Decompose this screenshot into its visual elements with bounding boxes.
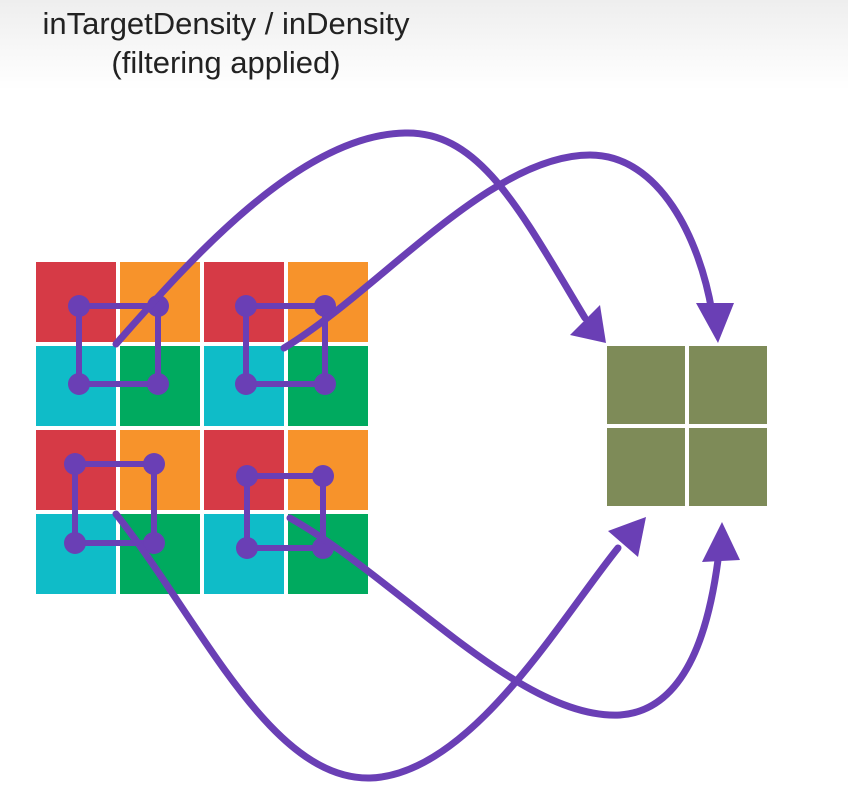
arrow-curve [286,514,722,719]
arrow-curve [280,151,716,352]
target-pixel-grid [607,346,767,506]
arrow-top-right-to-target-top-right [280,151,734,352]
target-pixel [689,346,767,424]
sample-point [235,373,257,395]
sample-point [143,453,165,475]
arrow-bottom-right-to-target-bottom-right [286,514,740,719]
target-pixel [607,346,685,424]
sample-point [64,453,86,475]
source-group-bottom-right [236,465,334,559]
sample-point [312,465,334,487]
sample-point [64,532,86,554]
sample-point [314,373,336,395]
sample-point [236,465,258,487]
sample-point [235,295,257,317]
arrowhead [608,517,646,557]
diagram-title: inTargetDensity / inDensity (filtering a… [0,4,452,82]
arrowhead [570,305,606,343]
title-line-1: inTargetDensity / inDensity [42,6,410,41]
sample-point [68,295,90,317]
source-group-bottom-left [64,453,165,554]
source-pixel-green [120,514,200,594]
sample-point [68,373,90,395]
arrowhead [702,522,740,562]
arrows [112,129,740,782]
arrowhead [696,303,734,343]
sample-point [143,532,165,554]
title-line-2: (filtering applied) [111,45,341,80]
sample-point [147,373,169,395]
target-pixel [607,428,685,506]
arrow-curve [112,510,622,782]
arrow-top-left-to-target-top-left [112,129,606,348]
sample-point [236,537,258,559]
target-pixel [689,428,767,506]
header-gradient [0,0,848,90]
arrow-bottom-left-to-target-bottom-left [112,510,646,782]
arrow-curve [112,129,589,348]
